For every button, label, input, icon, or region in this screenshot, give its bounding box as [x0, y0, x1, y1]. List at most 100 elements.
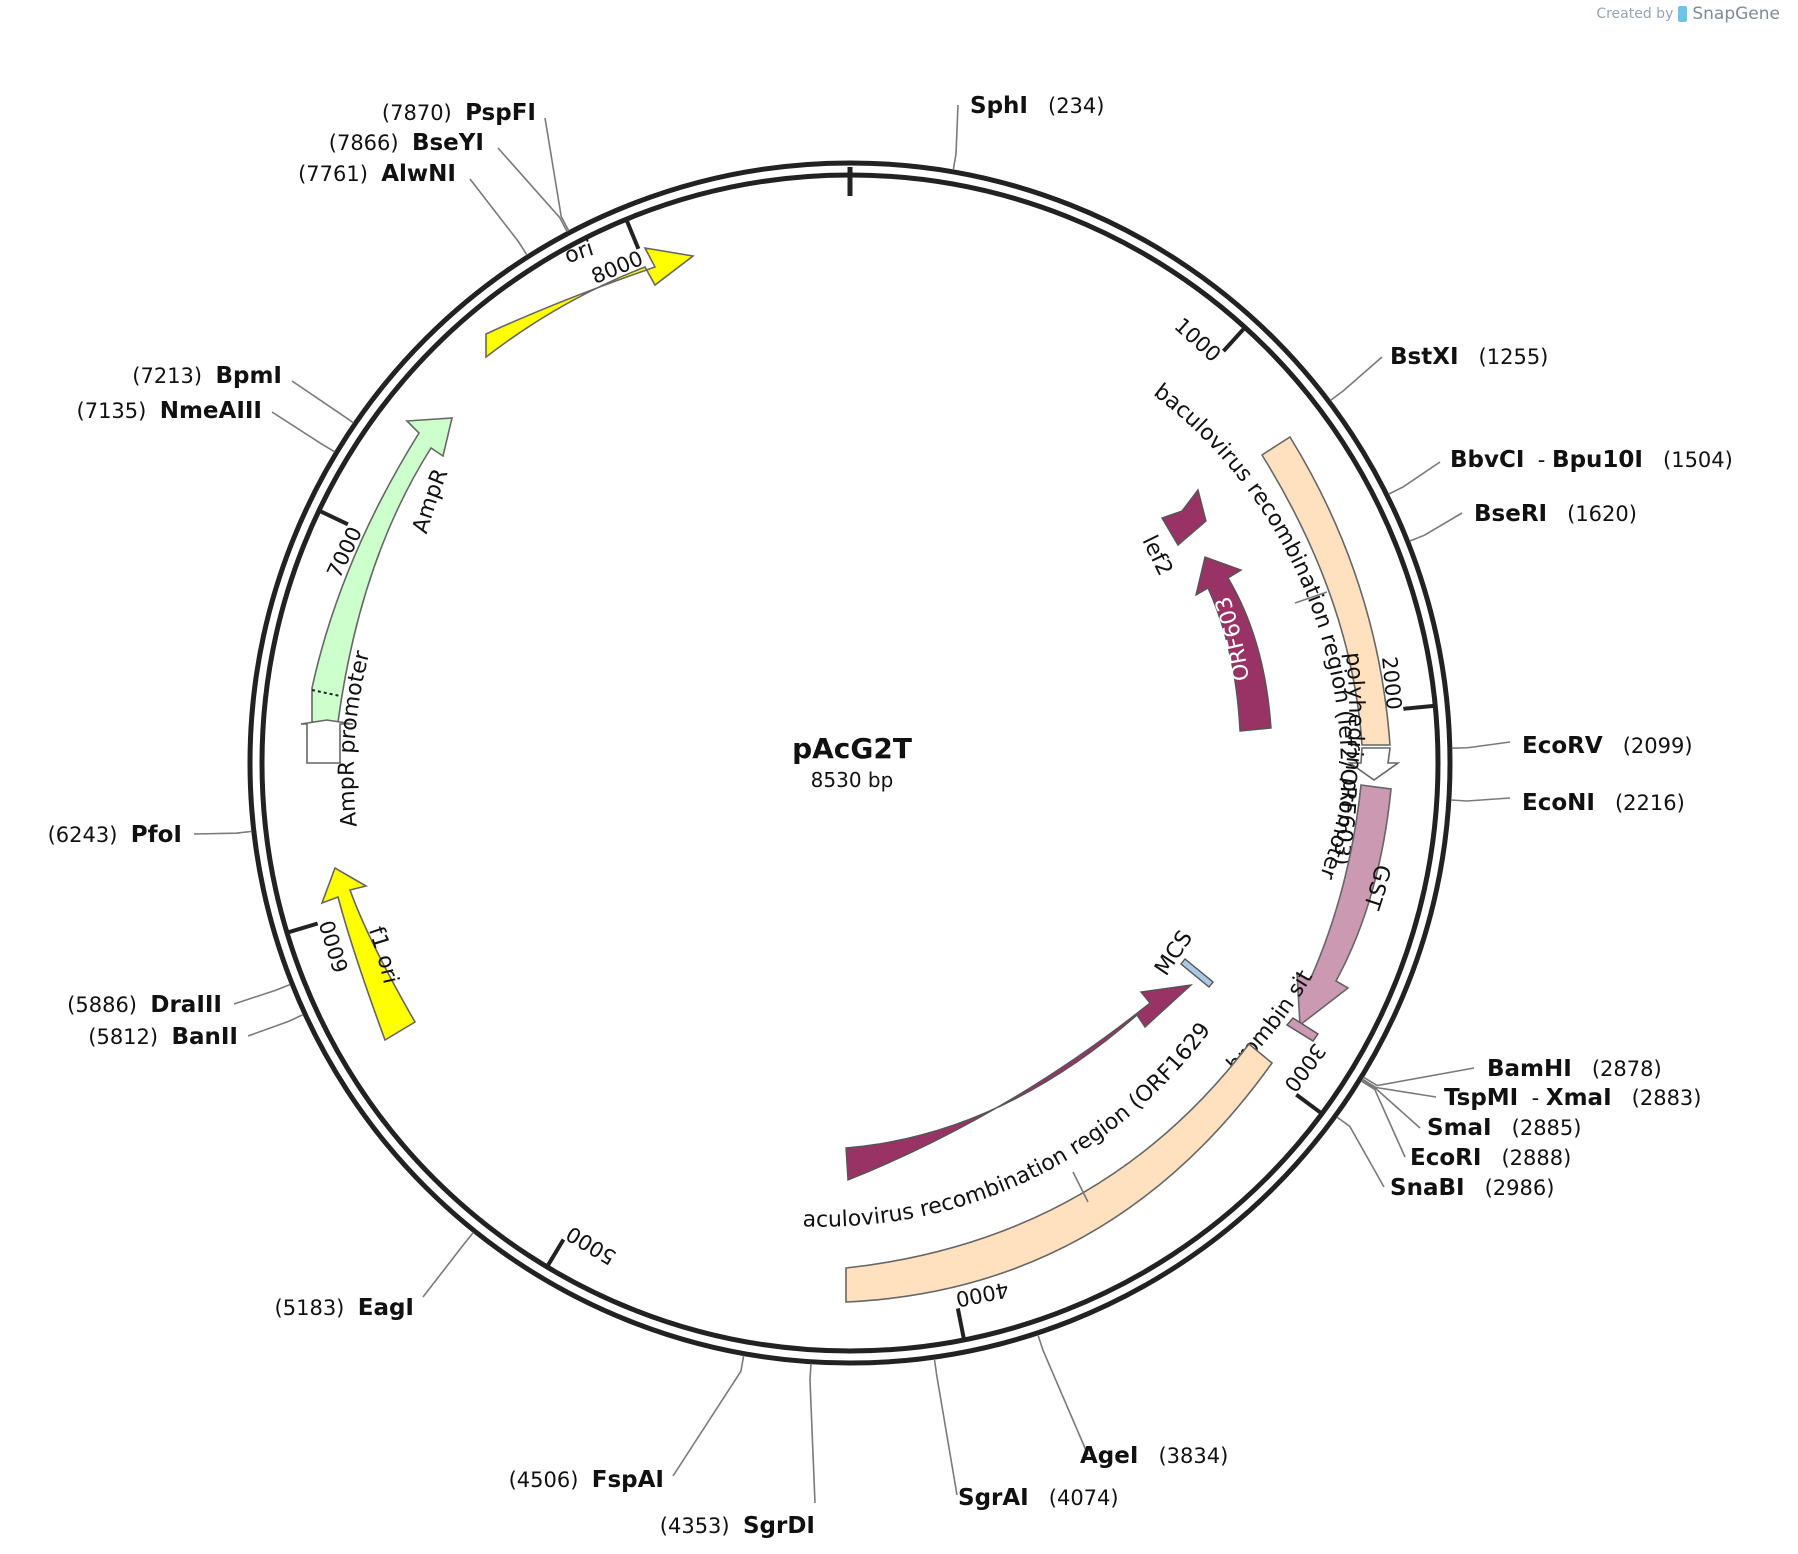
site-position-bstxi: (1255) [1459, 345, 1549, 369]
bacu2-leader [1072, 1171, 1089, 1203]
tick-mark-7000 [318, 508, 349, 527]
site-position-eagi: (5183) [275, 1296, 358, 1320]
site-name-eagi: EagI [358, 1295, 414, 1321]
tick-mark-8000 [624, 218, 641, 250]
site-name-bbvci-2: Bpu10I [1552, 447, 1643, 473]
site-leader-draiii [233, 983, 291, 1005]
site-label-banii[interactable]: (5812) BanII [88, 1024, 238, 1050]
site-position-bseri: (1620) [1547, 502, 1637, 526]
ampr-promoter-arrow[interactable] [300, 719, 354, 764]
site-label-pfoi[interactable]: (6243) PfoI [48, 822, 182, 848]
site-position-pfoi: (6243) [48, 823, 131, 847]
site-name-bbvci: BbvCI [1450, 447, 1524, 473]
site-name-sphi: SphI [970, 93, 1028, 119]
ori-feature-arrow[interactable] [485, 246, 695, 359]
site-leader-agei [1037, 1334, 1089, 1456]
site-leader-sphi [952, 104, 959, 171]
site-label-ecori[interactable]: EcoRI (2888) [1410, 1145, 1571, 1171]
site-position-fspai: (4506) [509, 1468, 592, 1492]
lef2-feature-arrow[interactable] [1160, 488, 1207, 547]
site-label-eagi[interactable]: (5183) EagI [275, 1295, 414, 1321]
site-position-draiii: (5886) [67, 993, 150, 1017]
f1-ori-feature-arrow[interactable] [320, 866, 417, 1042]
site-name-tspmi: TspMI [1444, 1085, 1518, 1111]
site-name-fspai: FspAI [592, 1467, 664, 1493]
site-position-sgrdi: (4353) [660, 1514, 743, 1538]
site-position-ecori: (2888) [1481, 1146, 1571, 1170]
orf1629-feature-arrow[interactable] [845, 983, 1194, 1182]
site-leader-fspai [672, 1355, 745, 1477]
site-position-bpmi: (7213) [132, 364, 215, 388]
site-name-snabi: SnaBI [1390, 1175, 1465, 1201]
site-position-bseyi: (7866) [329, 131, 412, 155]
site-name-sgrai: SgrAI [958, 1485, 1029, 1511]
site-leader-bbvci [1388, 461, 1441, 495]
site-position-ecorv: (2099) [1603, 734, 1693, 758]
site-name-bstxi: BstXI [1390, 344, 1459, 370]
tick-mark-2000 [1403, 703, 1436, 711]
backbone-outer-ring [247, 160, 1453, 1366]
site-label-sphi[interactable]: SphI (234) [970, 93, 1104, 119]
site-name-bpmi: BpmI [215, 363, 282, 389]
orf603-feature-arrow[interactable] [1194, 556, 1272, 732]
site-position-tspmi: (2883) [1612, 1086, 1702, 1110]
baculovirus-lef2-orf603-label: baculovirus recombination region (lef2/O… [1149, 379, 1360, 867]
site-label-agei[interactable]: AgeI (3834) [1080, 1443, 1228, 1469]
site-leader-ecorv [1451, 741, 1511, 749]
thrombin-site-box[interactable] [1285, 1017, 1319, 1042]
site-leader-snabi [1336, 1116, 1385, 1188]
site-leader-bseyi [497, 147, 568, 232]
site-position-tspmi: - [1518, 1086, 1546, 1110]
site-name-nmeaiii: NmeAIII [160, 398, 262, 424]
site-leader-pspfi [544, 117, 570, 232]
tick-label-5000: 5000 [562, 1221, 620, 1269]
site-label-bseyi[interactable]: (7866) BseYI [329, 130, 484, 156]
snapgene-branding: Created by SnapGene [1596, 4, 1780, 24]
site-name-pspfi: PspFI [465, 100, 536, 126]
site-leader-nmeaiii [271, 411, 336, 453]
site-name-ecorv: EcoRV [1522, 733, 1603, 759]
polyhedrin-promoter-arrow[interactable] [1347, 747, 1401, 781]
mcs-box[interactable] [1180, 958, 1214, 988]
site-label-sgrdi[interactable]: (4353) SgrDI [660, 1513, 815, 1539]
site-position-bbvci: - [1524, 448, 1552, 472]
baculovirus-lef2-orf603-region[interactable] [1260, 435, 1391, 746]
site-leader-sgrai [933, 1358, 958, 1496]
site-label-sgrai[interactable]: SgrAI (4074) [958, 1485, 1119, 1511]
site-name-smai: SmaI [1427, 1115, 1492, 1141]
site-position-sphi: (234) [1028, 94, 1105, 118]
site-label-draiii[interactable]: (5886) DraIII [67, 992, 222, 1018]
site-leader-bpmi [291, 380, 354, 424]
site-position-snabi: (2986) [1465, 1176, 1555, 1200]
tick-label-8000: 8000 [588, 246, 647, 289]
site-label-econi[interactable]: EcoNI (2216) [1522, 790, 1685, 816]
site-label-alwni[interactable]: (7761) AlwNI [298, 161, 456, 187]
site-label-bstxi[interactable]: BstXI (1255) [1390, 344, 1548, 370]
site-label-pspfi[interactable]: (7870) PspFI [382, 100, 536, 126]
site-label-smai[interactable]: SmaI (2885) [1427, 1115, 1581, 1141]
site-label-tspmi[interactable]: TspMI - XmaI (2883) [1444, 1085, 1701, 1111]
snapgene-product-name: SnapGene [1692, 4, 1780, 24]
ampr-feature-arrow[interactable] [311, 417, 454, 723]
site-leader-alwni [469, 178, 528, 256]
site-label-ecorv[interactable]: EcoRV (2099) [1522, 733, 1693, 759]
site-label-nmeaiii[interactable]: (7135) NmeAIII [77, 398, 262, 424]
site-name-econi: EcoNI [1522, 790, 1595, 816]
baculovirus-orf1629-region[interactable] [845, 1042, 1274, 1303]
site-position-banii: (5812) [88, 1025, 171, 1049]
site-label-snabi[interactable]: SnaBI (2986) [1390, 1175, 1554, 1201]
gst-feature-arrow[interactable] [1296, 784, 1392, 1027]
site-label-fspai[interactable]: (4506) FspAI [509, 1467, 664, 1493]
site-position-bamhi: (2878) [1572, 1057, 1662, 1081]
site-name-alwni: AlwNI [381, 161, 456, 187]
site-label-bseri[interactable]: BseRI (1620) [1474, 501, 1637, 527]
site-name-draiii: DraIII [150, 992, 222, 1018]
site-label-bamhi[interactable]: BamHI (2878) [1487, 1056, 1662, 1082]
site-position-pspfi: (7870) [382, 101, 465, 125]
site-label-bbvci[interactable]: BbvCI - Bpu10I (1504) [1450, 447, 1733, 473]
site-label-bpmi[interactable]: (7213) BpmI [132, 363, 282, 389]
snapgene-logo-icon [1678, 6, 1688, 22]
tick-label-3000: 3000 [1279, 1039, 1330, 1096]
site-name-tspmi-2: XmaI [1546, 1085, 1612, 1111]
site-position-agei: (3834) [1138, 1444, 1228, 1468]
